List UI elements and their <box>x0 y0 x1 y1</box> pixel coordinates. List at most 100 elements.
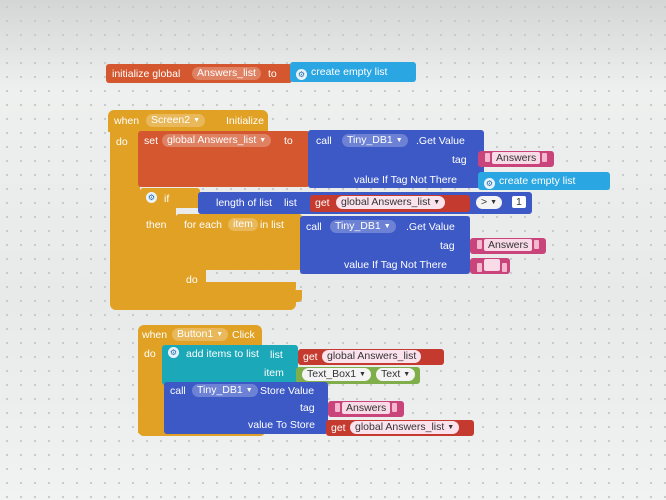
button-event-name: Click <box>232 329 255 341</box>
quote-icon <box>485 153 490 162</box>
screen-initialize-event[interactable]: when Screen2▼ Initialize <box>108 110 268 132</box>
chevron-down-icon: ▼ <box>433 199 441 206</box>
init-var-name[interactable]: Answers_list <box>192 67 261 80</box>
get-var-dropdown[interactable]: global Answers_list▼ <box>336 196 446 209</box>
tinydb-dropdown-2[interactable]: Tiny_DB1▼ <box>330 220 396 233</box>
if-bottom <box>140 290 302 302</box>
gear-icon[interactable]: ⚙ <box>484 178 495 189</box>
answers-string-value-2[interactable]: Answers <box>484 239 533 251</box>
chevron-down-icon: ▼ <box>359 371 366 378</box>
text-property-dropdown[interactable]: Text▼ <box>376 368 416 381</box>
length-of-list-label: length of list <box>216 197 273 209</box>
quote-icon <box>542 153 548 162</box>
gear-icon[interactable]: ⚙ <box>296 69 307 80</box>
add-items-item-label: item <box>264 367 284 379</box>
answers-string-value-3[interactable]: Answers <box>342 402 391 414</box>
chevron-down-icon: ▼ <box>216 331 224 338</box>
length-list-label: list <box>284 197 297 209</box>
initialize-global-block[interactable]: initialize global Answers_list to <box>106 64 292 83</box>
chevron-down-icon: ▼ <box>490 199 498 206</box>
init-label: initialize global <box>112 68 181 80</box>
set-to-label: to <box>284 135 293 147</box>
tinydb-storevalue-block[interactable]: call Tiny_DB1▼ Store Value tag value To … <box>164 382 328 434</box>
create-empty-list-block-2[interactable]: ⚙ create empty list <box>478 172 610 190</box>
textbox-dropdown[interactable]: Text_Box1▼ <box>302 368 371 381</box>
create-empty-list-label-2: create empty list <box>499 175 576 187</box>
store-value-method: Store Value <box>260 385 315 397</box>
do-label-2: do <box>186 274 198 286</box>
answers-string-block-2[interactable]: Answers <box>470 238 547 254</box>
create-empty-list-block[interactable]: ⚙ create empty list <box>290 62 416 82</box>
compare-op-dropdown[interactable]: >▼ <box>476 196 503 209</box>
get-label-2: get <box>303 351 318 363</box>
init-to-label: to <box>268 68 277 80</box>
get-global-block[interactable]: get global Answers_list▼ <box>310 195 470 212</box>
screen-component-dropdown[interactable]: Screen2▼ <box>146 114 206 127</box>
when-label: when <box>114 115 140 127</box>
call-label: call <box>316 135 332 147</box>
tag-label-2: tag <box>440 240 455 252</box>
value-if-missing-label: value If Tag Not There <box>354 174 457 186</box>
tinydb-dropdown-3[interactable]: Tiny_DB1▼ <box>192 384 258 397</box>
chevron-down-icon: ▼ <box>193 117 201 124</box>
get-global-block-3[interactable]: get global Answers_list▼ <box>326 420 474 436</box>
button-component-dropdown[interactable]: Button1▼ <box>172 328 229 341</box>
do-label: do <box>116 136 128 148</box>
chevron-down-icon: ▼ <box>245 387 253 394</box>
quote-icon <box>477 263 482 272</box>
set-var-dropdown[interactable]: global Answers_list▼ <box>162 134 272 147</box>
button-event-body-left <box>138 343 164 433</box>
quote-icon <box>502 263 507 272</box>
button-click-event[interactable]: when Button1▼ Click <box>138 325 262 345</box>
quote-icon <box>392 403 398 412</box>
tag-label-3: tag <box>300 402 315 414</box>
screen-event-body-left <box>110 130 140 305</box>
call-label-3: call <box>170 385 186 397</box>
in-list-label: in list <box>260 219 284 231</box>
chevron-down-icon: ▼ <box>403 371 411 378</box>
screen-event-name: Initialize <box>226 115 264 127</box>
if-label: if <box>164 193 170 205</box>
call-label-2: call <box>306 221 322 233</box>
answers-string-block-3[interactable]: Answers <box>328 401 405 417</box>
chevron-down-icon: ▼ <box>259 137 267 144</box>
empty-string-block[interactable] <box>470 258 510 274</box>
get-label-3: get <box>331 422 346 434</box>
set-label: set <box>144 135 159 147</box>
if-body-left <box>140 206 176 302</box>
quote-icon <box>477 240 482 249</box>
answers-string-value[interactable]: Answers <box>492 152 541 164</box>
gear-icon[interactable]: ⚙ <box>168 347 179 358</box>
when-label-2: when <box>142 329 168 341</box>
for-each-label: for each <box>184 219 222 231</box>
tinydb-dropdown[interactable]: Tiny_DB1▼ <box>342 134 408 147</box>
tinydb-getvalue-block-2[interactable]: call Tiny_DB1▼ .Get Value tag value If T… <box>300 216 470 274</box>
then-label: then <box>146 219 167 231</box>
do-label-3: do <box>144 348 156 360</box>
tag-label: tag <box>452 154 467 166</box>
for-each-bottom <box>176 282 296 292</box>
tinydb-getvalue-block[interactable]: call Tiny_DB1▼ .Get Value tag value If T… <box>308 130 484 188</box>
value-if-missing-label-2: value If Tag Not There <box>344 259 447 271</box>
get-var-dropdown-2[interactable]: global Answers_list <box>322 350 422 363</box>
add-items-to-list-block[interactable]: ⚙ add items to list list item <box>162 345 298 385</box>
get-var-dropdown-3[interactable]: global Answers_list▼ <box>350 421 460 434</box>
chevron-down-icon: ▼ <box>383 223 391 230</box>
item-var-name[interactable]: item <box>228 218 258 231</box>
for-each-block[interactable]: for each item in list <box>176 214 302 270</box>
gear-icon[interactable]: ⚙ <box>146 192 157 203</box>
chevron-down-icon: ▼ <box>447 424 455 431</box>
number-value[interactable]: 1 <box>512 196 526 208</box>
create-empty-list-label: create empty list <box>311 66 388 78</box>
get-label: get <box>315 197 330 209</box>
set-global-block[interactable]: set global Answers_list▼ to <box>138 131 310 187</box>
add-items-label: add items to list <box>186 348 259 360</box>
answers-string-block[interactable]: Answers <box>478 151 555 167</box>
value-to-store-label: value To Store <box>248 419 315 431</box>
quote-icon <box>534 240 540 249</box>
textbox-text-block[interactable]: Text_Box1▼ Text▼ <box>296 367 420 384</box>
chevron-down-icon: ▼ <box>395 137 403 144</box>
empty-string-value[interactable] <box>484 259 500 271</box>
add-items-list-label: list <box>270 349 283 361</box>
get-global-block-2[interactable]: get global Answers_list <box>298 349 444 365</box>
